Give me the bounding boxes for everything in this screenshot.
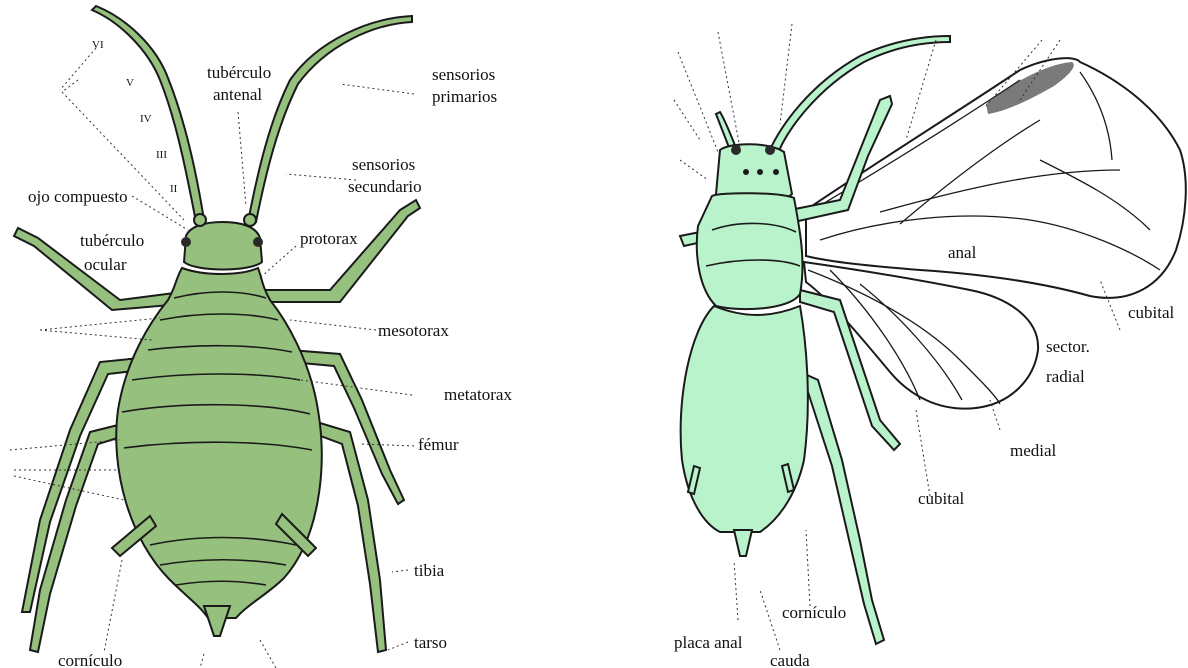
label-protorax: protorax bbox=[300, 229, 358, 248]
label-cauda: cauda bbox=[770, 651, 810, 668]
left-antennal-tubercle bbox=[194, 214, 206, 226]
antenna-segment-iii: III bbox=[156, 149, 167, 161]
wings bbox=[804, 58, 1186, 408]
winged-eye-right bbox=[773, 169, 779, 175]
antenna-segment-iv: IV bbox=[140, 113, 152, 125]
label-medial: medial bbox=[1010, 441, 1057, 460]
label-ojo-compuesto: ojo compuesto bbox=[28, 187, 128, 206]
right-antennal-tubercle bbox=[244, 214, 256, 226]
hindwing bbox=[804, 262, 1038, 409]
wingless-head bbox=[184, 222, 262, 270]
winged-aphid-figure: anal cubital sector. radial medial cubit… bbox=[674, 24, 1186, 668]
antenna-segment-vi: VI bbox=[92, 39, 104, 51]
label-corniculo-left: cornículo bbox=[58, 651, 122, 668]
label-cubital-lower: cubital bbox=[918, 489, 965, 508]
antenna-segment-v: V bbox=[126, 77, 134, 89]
antenna-segment-ii: II bbox=[170, 183, 178, 195]
label-tarso: tarso bbox=[414, 633, 447, 652]
label-femur: fémur bbox=[418, 435, 459, 454]
wingless-cauda bbox=[204, 606, 230, 636]
label-mesotorax: mesotorax bbox=[378, 321, 449, 340]
winged-eye-left bbox=[743, 169, 749, 175]
label-tuberculo-antenal: tubérculo antenal bbox=[207, 63, 275, 104]
label-placa-anal: placa anal bbox=[674, 633, 743, 652]
label-metatorax: metatorax bbox=[444, 385, 512, 404]
winged-eye-mid bbox=[757, 169, 763, 175]
winged-ocellus-right bbox=[765, 145, 775, 155]
left-compound-eye bbox=[181, 237, 191, 247]
wingless-aphid-figure: VI V IV III II bbox=[10, 6, 512, 668]
label-sector-radial: sector. radial bbox=[1046, 337, 1094, 386]
right-compound-eye bbox=[253, 237, 263, 247]
winged-abdomen bbox=[681, 306, 808, 532]
label-sensorios-primarios: sensorios primarios bbox=[432, 65, 500, 106]
label-cubital-upper: cubital bbox=[1128, 303, 1175, 322]
label-corniculo-right: cornículo bbox=[782, 603, 846, 622]
winged-thorax bbox=[697, 193, 803, 309]
label-anal: anal bbox=[948, 243, 977, 262]
label-tuberculo-ocular: tubérculo ocular bbox=[80, 231, 148, 274]
label-sensorios-secundario: sensorios secundario bbox=[348, 155, 422, 196]
label-tibia: tibia bbox=[414, 561, 445, 580]
front-right-leg bbox=[262, 200, 420, 302]
winged-cauda bbox=[734, 530, 752, 556]
